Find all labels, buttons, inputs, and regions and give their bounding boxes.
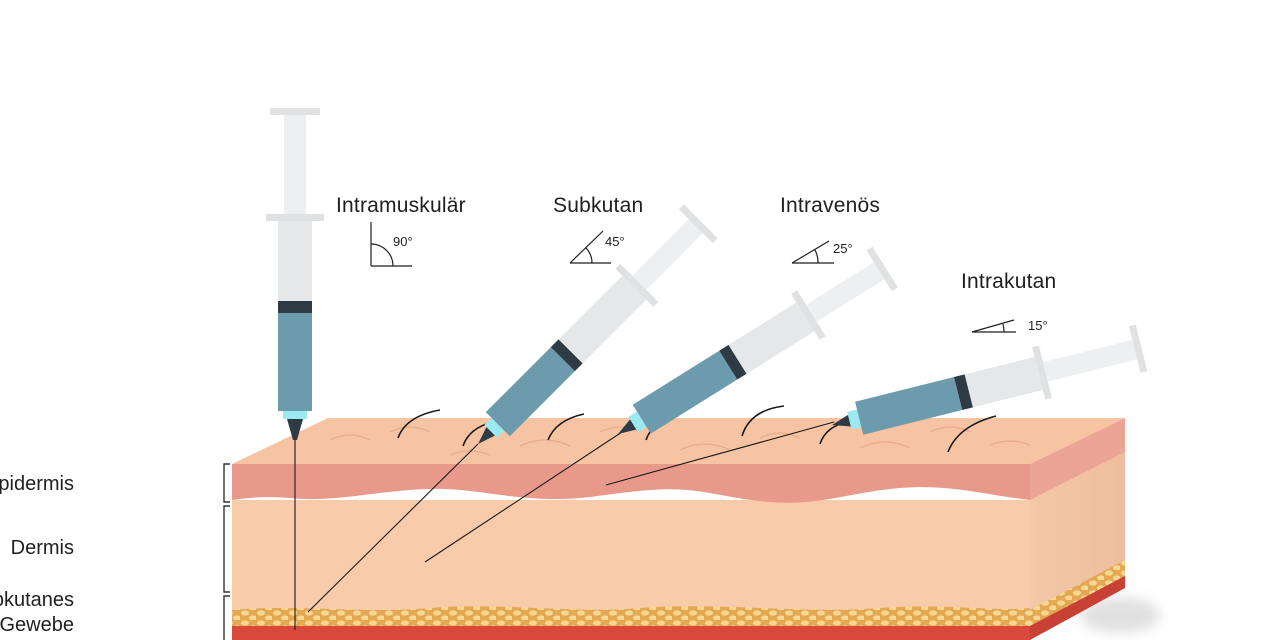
layer-brackets [223,463,230,640]
skin-right-epidermis [1030,418,1125,500]
skin-right-fat [1030,560,1125,628]
syringe-intrakutan [832,324,1148,435]
label-dermis: Dermis [10,537,74,559]
syringe-intramuskular [266,108,324,440]
label-subcutis-line2: Gewebe [0,614,74,636]
label-intravenos: Intravenös [780,194,881,217]
angle-icon-45 [569,230,611,264]
syringe-intravenos [618,246,898,434]
label-subkutan: Subkutan [553,194,644,217]
skin-top-face [232,418,1125,464]
syringe-subkutan [478,204,718,444]
label-subcutis-line1: Subkutanes [0,589,74,611]
skin-dermis [232,500,1030,610]
angle-value-intramuskular: 90° [393,234,413,249]
skin-block [232,405,1125,640]
angle-icon-25 [791,240,834,264]
angle-icon-15 [971,319,1016,333]
label-intramuskular: Intramuskulär [336,194,466,217]
angle-value-intravenos: 25° [833,241,853,256]
needle-tracks [294,421,835,630]
label-intrakutan: Intrakutan [961,270,1057,293]
angle-value-subkutan: 45° [605,234,625,249]
skin-shadow [1080,597,1160,633]
skin-epidermis [232,464,1030,503]
skin-right-muscle [1030,576,1125,640]
label-epidermis: Epidermis [0,473,74,495]
angle-value-intrakutan: 15° [1028,318,1048,333]
skin-texture [329,426,1031,456]
skin-muscle [232,626,1030,640]
angle-icon-90 [370,222,412,267]
skin-fat [232,606,1030,628]
